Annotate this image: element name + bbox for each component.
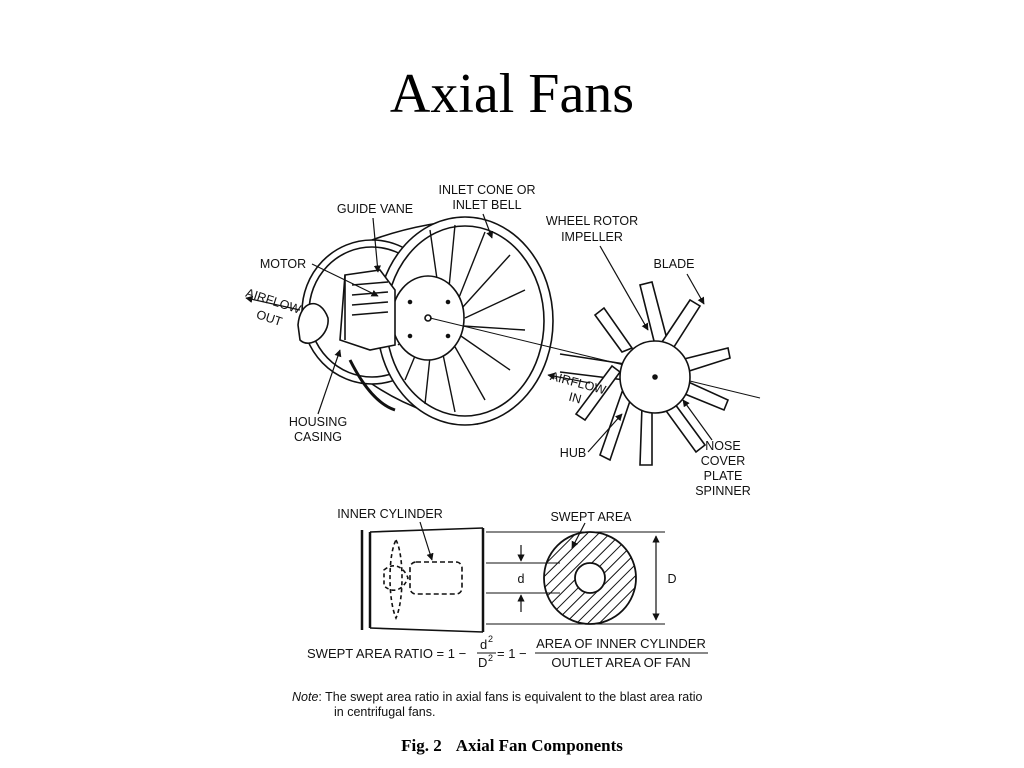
label-airflow-out-2: OUT [255,307,285,329]
label-airflow-in-2: IN [567,390,583,407]
label-big-d: D [667,572,676,586]
caption-fig: Fig. 2 [401,736,442,755]
note-prefix: Note [292,690,318,704]
label-guide-vane: GUIDE VANE [337,202,413,216]
label-inner-cylinder: INNER CYLINDER [337,507,443,521]
swept-area-formula: SWEPT AREA RATIO = 1 − d 2 D 2 = 1 − ARE… [307,634,708,670]
wheel-rotor [574,281,731,466]
figure-caption: Fig. 2 Axial Fan Components [0,736,1024,756]
label-small-d: d [518,572,525,586]
label-nose-4: SPINNER [695,484,751,498]
label-nose-1: NOSE [705,439,740,453]
formula-num1-exp: 2 [488,634,493,644]
note: Note: The swept area ratio in axial fans… [292,690,702,719]
label-housing-1: HOUSING [289,415,347,429]
label-blade: BLADE [654,257,695,271]
upper-leaders [245,213,713,453]
label-hub: HUB [560,446,586,460]
formula-den2: OUTLET AREA OF FAN [551,655,690,670]
label-inlet-cone-1: INLET CONE OR [438,183,535,197]
fan-assembly [297,216,761,426]
formula-lhs: SWEPT AREA RATIO = 1 − [307,646,466,661]
slide-title: Axial Fans [389,63,635,125]
formula-num1: d [480,637,487,652]
caption-text: Axial Fan Components [455,736,623,755]
note-line2: in centrifugal fans. [334,705,435,719]
swept-area-schematic [360,521,665,633]
hub-disc [391,275,465,361]
label-inlet-cone-2: INLET BELL [452,198,521,212]
label-wheel-rotor-2: IMPELLER [561,230,623,244]
label-housing-2: CASING [294,430,342,444]
formula-mid: = 1 − [497,646,527,661]
formula-den1: D [478,655,487,670]
formula-num2: AREA OF INNER CYLINDER [536,636,706,651]
svg-text:Note: The swept area ratio in: Note: The swept area ratio in axial fans… [292,690,702,704]
label-nose-2: COVER [701,454,745,468]
label-wheel-rotor-1: WHEEL ROTOR [546,214,638,228]
lower-labels: INNER CYLINDER SWEPT AREA d D [337,507,676,586]
formula-den1-exp: 2 [488,653,493,663]
label-nose-3: PLATE [704,469,743,483]
label-motor: MOTOR [260,257,306,271]
label-swept-area: SWEPT AREA [550,510,632,524]
inner-cylinder-shape [409,561,463,595]
note-line1: : The swept area ratio in axial fans is … [318,690,702,704]
